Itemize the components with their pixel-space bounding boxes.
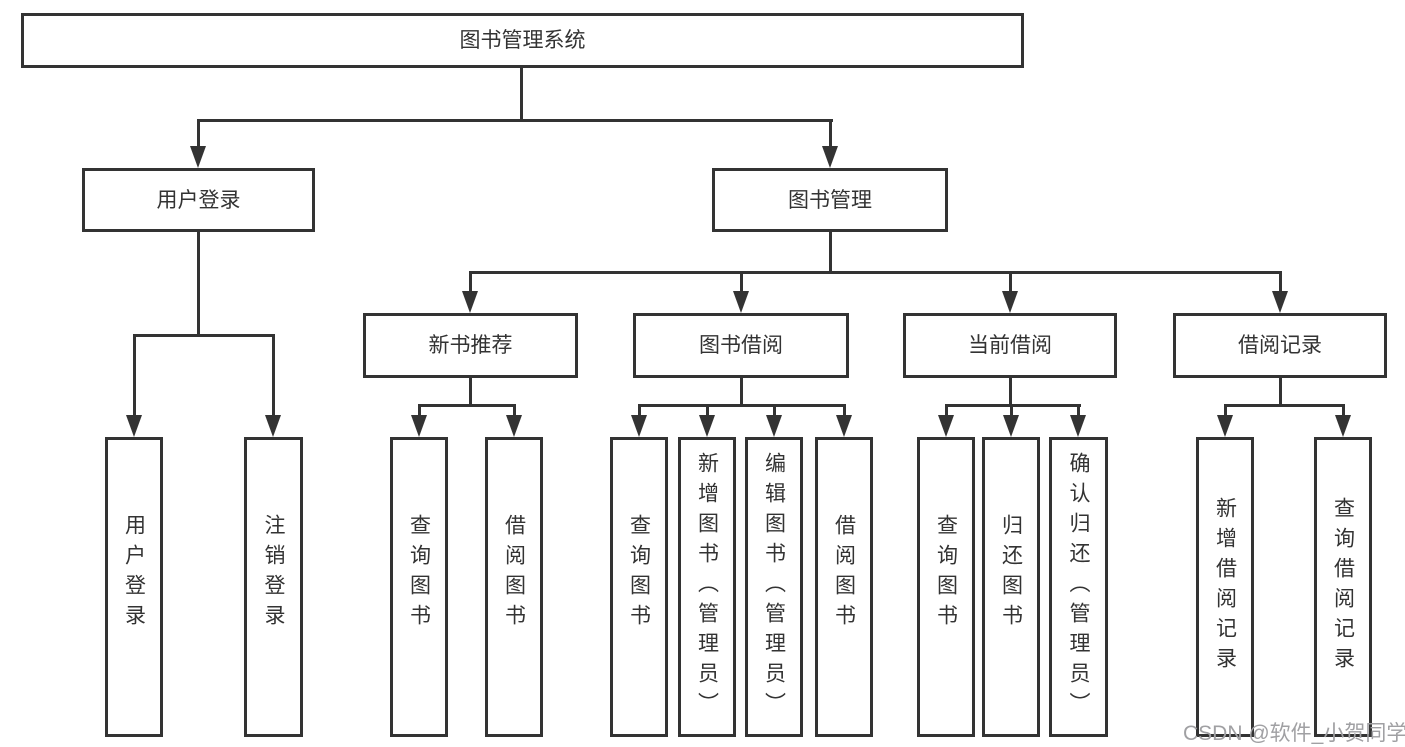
arrowhead-down-icon [1003,415,1019,437]
connector-line [1279,378,1282,406]
connector-line [469,273,472,293]
arrowhead-down-icon [1272,291,1288,313]
connector-line [197,232,200,336]
arrowhead-down-icon [190,146,206,168]
csdn-watermark: CSDN @软件_小贺同学 [1183,722,1405,745]
arrowhead-down-icon [766,415,782,437]
connector-line [638,406,641,418]
connector-line [520,68,523,121]
arrowhead-down-icon [1002,291,1018,313]
node-leaf-add-books-admin: 新增图书（管理员） [678,437,736,737]
node-leaf-logout: 注销登录 [244,437,303,737]
connector-line [706,406,709,418]
arrowhead-down-icon [1070,415,1086,437]
node-root: 图书管理系统 [21,13,1024,68]
arrowhead-down-icon [265,415,281,437]
connector-line [829,232,832,273]
arrowhead-down-icon [822,146,838,168]
node-current-borrow: 当前借阅 [903,313,1117,378]
connector-line [133,334,275,337]
connector-line [1009,273,1012,293]
node-leaf-add-borrow-record: 新增借阅记录 [1196,437,1254,737]
connector-line [1224,404,1345,407]
arrowhead-down-icon [126,415,142,437]
connector-line [945,406,948,418]
arrowhead-down-icon [699,415,715,437]
arrowhead-down-icon [938,415,954,437]
connector-line [197,121,200,149]
connector-line [638,404,846,407]
connector-line [1009,378,1012,406]
node-book-borrow: 图书借阅 [633,313,849,378]
node-leaf-user-login: 用户登录 [105,437,163,737]
node-user-login-branch: 用户登录 [82,168,315,232]
arrowhead-down-icon [1217,415,1233,437]
node-new-book-recommend: 新书推荐 [363,313,578,378]
arrowhead-down-icon [462,291,478,313]
connector-line [469,271,1282,274]
connector-line [513,406,516,418]
node-leaf-query-borrow-record: 查询借阅记录 [1314,437,1372,737]
connector-line [773,406,776,418]
arrowhead-down-icon [631,415,647,437]
node-leaf-query-books: 查询图书 [917,437,975,737]
connector-line [418,404,516,407]
node-leaf-return-books: 归还图书 [982,437,1040,737]
connector-line [945,404,1081,407]
connector-line [740,273,743,293]
connector-line [1010,406,1013,418]
connector-line [829,121,832,149]
node-leaf-query-books: 查询图书 [610,437,668,737]
connector-line [272,336,275,416]
connector-line [418,406,421,418]
node-leaf-confirm-return-admin: 确认归还（管理员） [1049,437,1108,737]
connector-line [1342,406,1345,418]
connector-line [843,406,846,418]
node-book-management-branch: 图书管理 [712,168,948,232]
arrowhead-down-icon [733,291,749,313]
node-borrow-records: 借阅记录 [1173,313,1387,378]
connector-line [133,336,136,416]
node-leaf-borrow-books: 借阅图书 [485,437,543,737]
arrowhead-down-icon [411,415,427,437]
connector-line [1279,273,1282,293]
connector-line [740,378,743,406]
node-leaf-borrow-books: 借阅图书 [815,437,873,737]
arrowhead-down-icon [1335,415,1351,437]
connector-line [197,119,833,122]
node-leaf-edit-books-admin: 编辑图书（管理员） [745,437,803,737]
arrowhead-down-icon [506,415,522,437]
node-leaf-query-books: 查询图书 [390,437,448,737]
arrowhead-down-icon [836,415,852,437]
connector-line [1224,406,1227,418]
connector-line [469,378,472,406]
connector-line [1077,406,1080,418]
